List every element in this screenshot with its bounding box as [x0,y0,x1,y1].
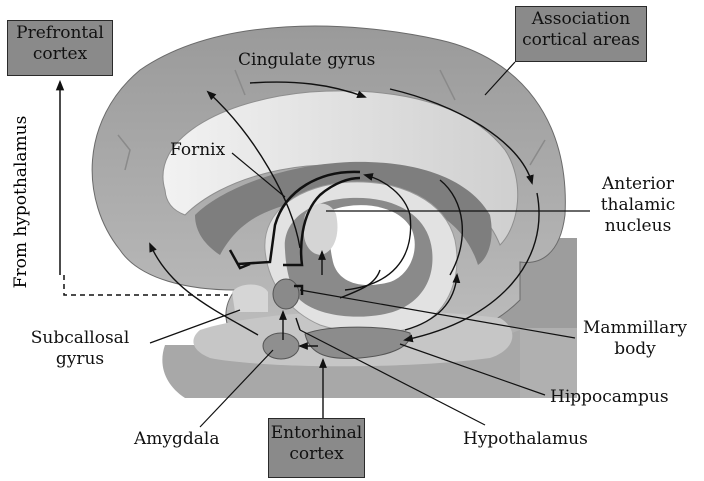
hypothalamus-label: Hypothalamus [463,429,588,450]
anterior-line1: Anterior [588,174,688,195]
anterior-line2: thalamic [588,195,688,216]
mammillary-line1: Mammillary [580,318,690,339]
anterior-line3: nucleus [588,216,688,237]
prefrontal-line2: cortex [8,44,112,65]
subcallosal-area [232,285,268,313]
from-hypothalamus-label: From hypothalamus [4,94,38,310]
hippocampus-label: Hippocampus [550,387,669,408]
mammillary-body-label: Mammillary body [580,318,690,360]
entorhinal-cortex-box: Entorhinal cortex [268,418,365,478]
association-cortical-areas-box: Association cortical areas [515,6,647,62]
cingulate-gyrus-label: Cingulate gyrus [238,50,375,71]
fornix-label: Fornix [170,140,225,161]
subcallosal-gyrus-label: Subcallosal gyrus [14,328,146,370]
entorhinal-line2: cortex [269,444,364,465]
prefrontal-line1: Prefrontal [8,23,112,44]
anterior-thalamic-nucleus-label: Anterior thalamic nucleus [588,174,688,237]
association-line1: Association [516,9,646,30]
subcallosal-line2: gyrus [14,349,146,370]
association-line2: cortical areas [516,30,646,51]
subcallosal-line1: Subcallosal [14,328,146,349]
from-hypothalamus-text: From hypothalamus [11,116,31,289]
mammillary-body [273,279,299,309]
entorhinal-line1: Entorhinal [269,423,364,444]
prefrontal-cortex-box: Prefrontal cortex [7,20,113,76]
mammillary-line2: body [580,339,690,360]
amygdala-label: Amygdala [134,429,219,450]
